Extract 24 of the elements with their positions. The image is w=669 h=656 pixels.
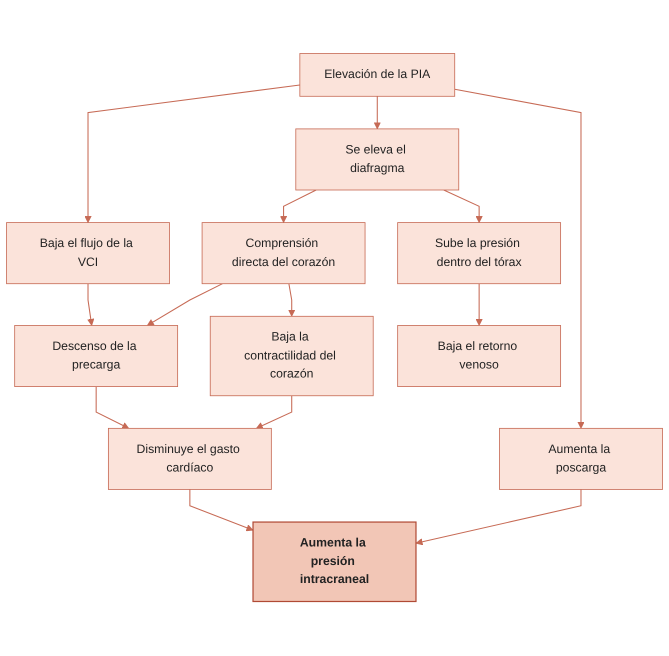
node-box: Elevación de la PIA bbox=[299, 54, 456, 98]
node-box: Comprensión directa del corazón bbox=[202, 222, 366, 285]
node-box: Baja el flujo de la VCI bbox=[6, 222, 170, 285]
arrow bbox=[189, 490, 254, 532]
node-box: Baja la contractilidad del corazón bbox=[210, 316, 374, 397]
arrow bbox=[288, 284, 296, 318]
node-box: Sube la presión dentro del tórax bbox=[397, 222, 562, 285]
node-box: Aumenta la presión intracraneal bbox=[252, 522, 417, 603]
arrow bbox=[87, 284, 94, 326]
arrow bbox=[256, 396, 292, 430]
arrow bbox=[416, 490, 582, 546]
arrow bbox=[146, 284, 223, 326]
node-box: Aumenta la poscarga bbox=[499, 428, 663, 490]
arrow bbox=[374, 96, 381, 130]
node-box: Se eleva el diafragma bbox=[295, 128, 460, 191]
arrow bbox=[443, 190, 483, 224]
arrow bbox=[476, 284, 483, 326]
arrow bbox=[280, 190, 316, 224]
arrow bbox=[454, 89, 585, 430]
node-box: Baja el retorno venoso bbox=[397, 326, 562, 388]
arrow bbox=[84, 84, 300, 224]
arrow bbox=[96, 387, 130, 430]
node-box: Disminuye el gasto cardíaco bbox=[108, 428, 272, 490]
node-box: Descenso de la precarga bbox=[14, 326, 178, 388]
